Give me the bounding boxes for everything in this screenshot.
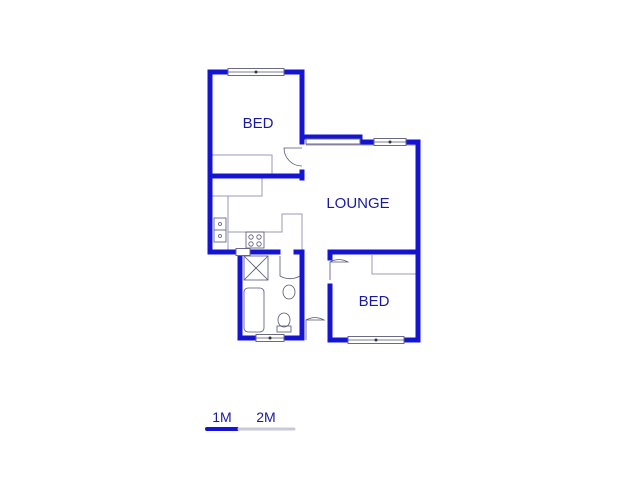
- door-bottom-bed: [329, 259, 350, 280]
- toilet-cistern-icon: [276, 325, 292, 333]
- stove-icon: [245, 231, 265, 249]
- bath-icon: [243, 287, 265, 333]
- door-bathroom: [279, 256, 301, 280]
- door-entrance: [305, 317, 326, 340]
- window-kitchen: [235, 248, 251, 256]
- scale-label-2m: 2M: [256, 409, 275, 425]
- walls: [207, 69, 421, 343]
- scale-bar: 1M 2M: [205, 409, 296, 431]
- bathroom-fixtures: [243, 255, 296, 333]
- basin-icon: [282, 284, 296, 300]
- shower-icon: [243, 255, 269, 281]
- doors: [279, 147, 350, 340]
- windows: [227, 68, 407, 344]
- room-label-lounge: LOUNGE: [326, 195, 389, 212]
- room-label-bed-top: BED: [243, 115, 274, 132]
- kitchen-fixtures: [213, 217, 265, 249]
- toilet-icon: [277, 312, 291, 328]
- scale-label-1m: 1M: [212, 409, 231, 425]
- room-label-bed-bottom: BED: [359, 293, 390, 310]
- door-top-bed: [283, 147, 303, 167]
- sliding-door: [305, 138, 361, 145]
